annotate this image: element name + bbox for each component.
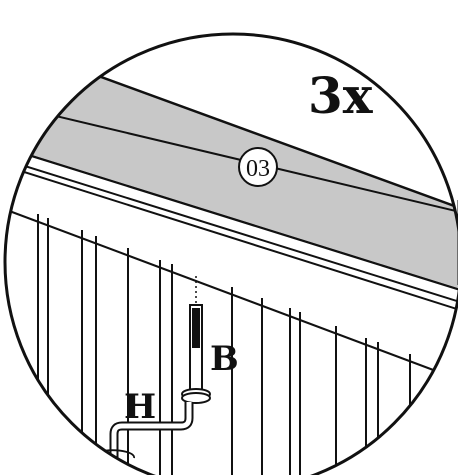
rail-groove (5, 138, 458, 304)
rail-groove-line (5, 157, 458, 311)
cabinet-top-edge (5, 199, 458, 381)
panel-slats (37, 214, 411, 475)
hex-key-h (109, 402, 194, 462)
bolt-label: B (210, 339, 239, 379)
quantity-label: 3x (308, 66, 374, 125)
detail-circle-border (3, 32, 458, 475)
part-number-text: 03 (246, 156, 270, 182)
rail-edge-line (5, 97, 458, 213)
part-number-badge: 03 (238, 147, 278, 187)
hex-key-label: H (124, 387, 156, 427)
bolt-b (181, 304, 211, 404)
